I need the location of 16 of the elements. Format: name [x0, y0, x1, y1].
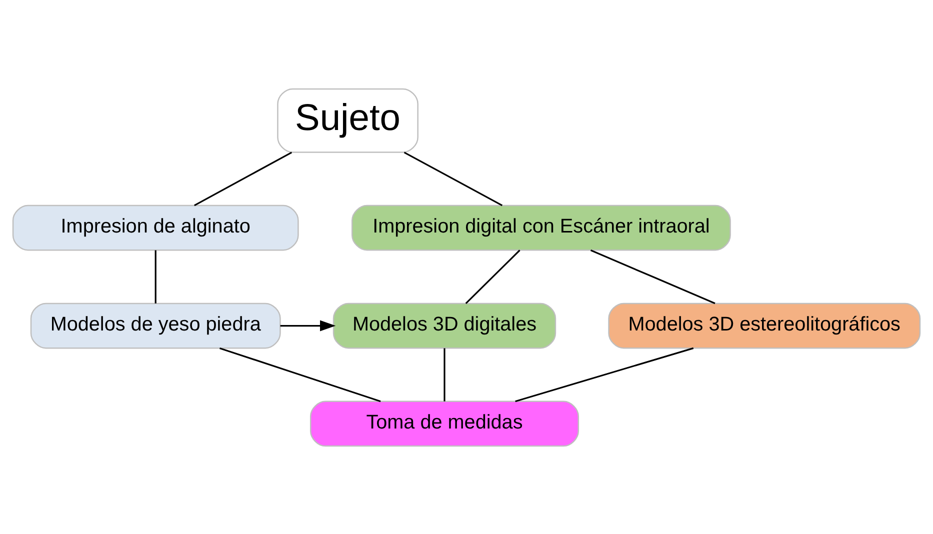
- node-box: Sujeto: [277, 88, 418, 152]
- connector: [590, 249, 716, 304]
- node-box: Modelos de yeso piedra: [30, 302, 281, 348]
- node-box: Toma de medidas: [310, 400, 580, 446]
- node-box: Impresion de alginato: [12, 204, 299, 250]
- connector: [444, 348, 446, 401]
- connector: [219, 346, 381, 402]
- connector: [465, 249, 520, 304]
- connector: [404, 151, 503, 206]
- node-box: Modelos 3D digitales: [332, 302, 556, 348]
- node-box: Impresion digital con Escáner intraoral: [352, 204, 731, 250]
- connector: [154, 250, 156, 303]
- connector: [194, 151, 292, 206]
- connector: [515, 346, 694, 402]
- arrow: [280, 320, 336, 331]
- node-box: Modelos 3D estereolitográficos: [608, 302, 921, 348]
